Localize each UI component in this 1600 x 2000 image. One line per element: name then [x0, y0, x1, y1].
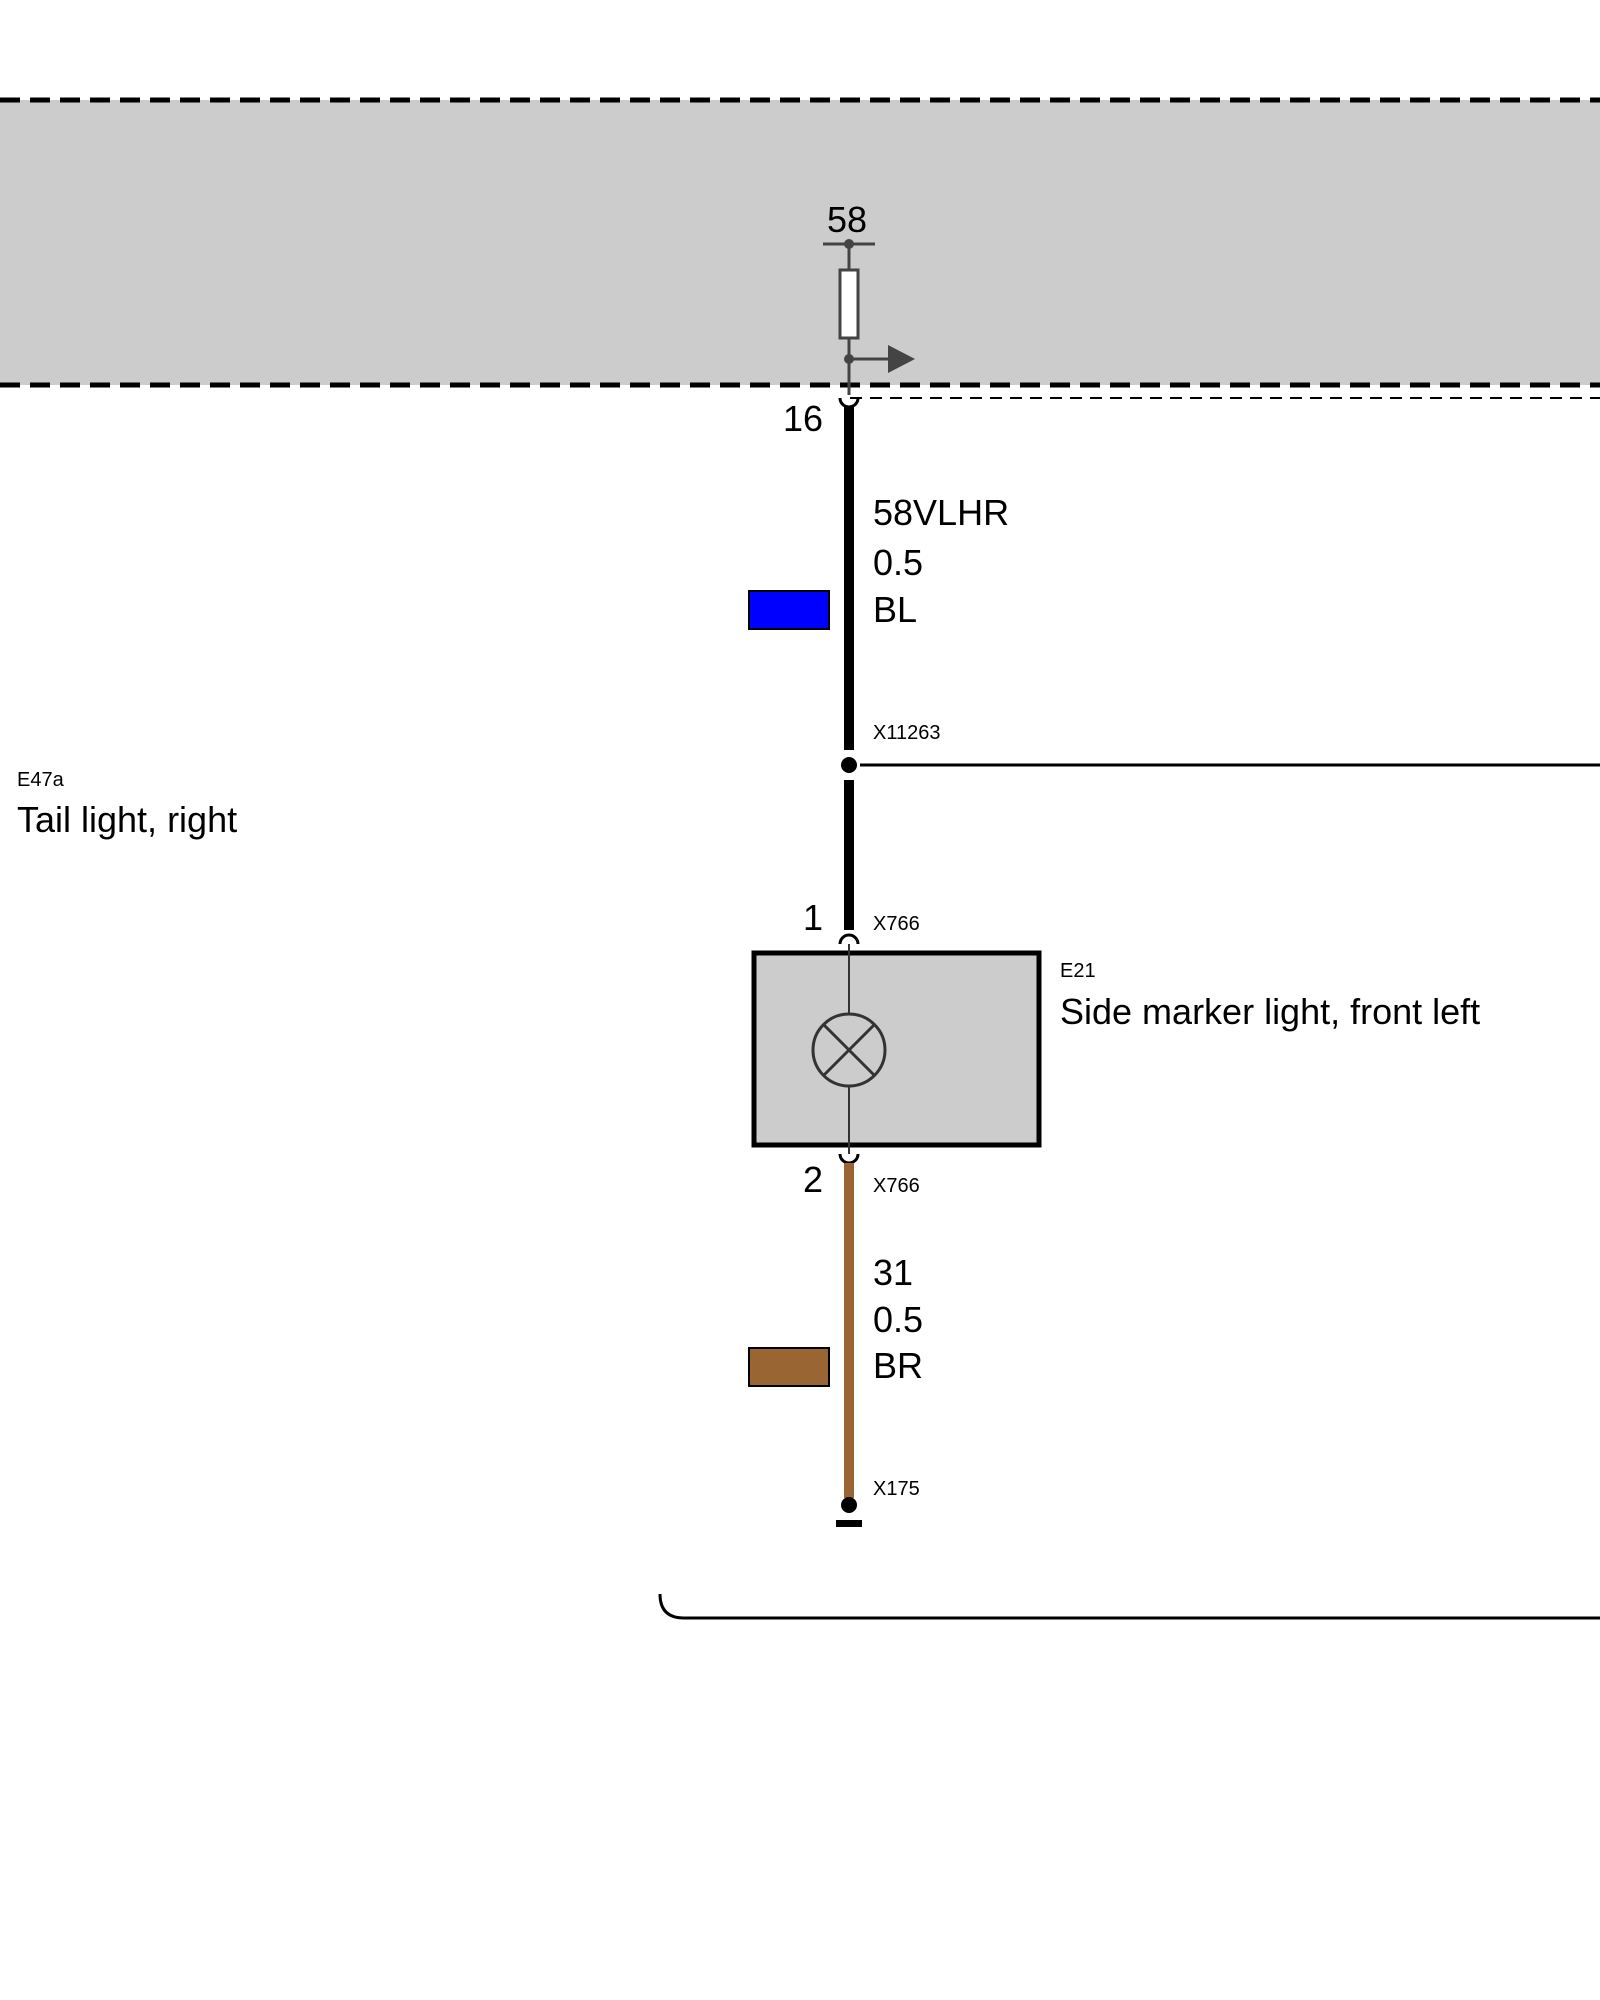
- wire-lower-signal: 31: [873, 1252, 913, 1293]
- ground-id: X175: [873, 1478, 920, 1500]
- pin-2-label: 2: [803, 1159, 823, 1200]
- resistor-icon: [838, 268, 860, 340]
- splice-id: X11263: [873, 722, 940, 744]
- pin-1-label: 1: [803, 897, 823, 938]
- remote-component-id: E47a: [17, 769, 65, 791]
- component-box: [751, 950, 1042, 1148]
- pin-16-connector-icon: [838, 397, 860, 409]
- pin-2-connector-icon: [838, 1153, 860, 1165]
- output-arrow-icon: [888, 345, 915, 373]
- pin-16-label: 16: [783, 398, 823, 439]
- component-e21: [751, 944, 1042, 1154]
- bottom-bracket: [658, 1593, 1600, 1620]
- wire-lower-gauge: 0.5: [873, 1299, 923, 1340]
- wire-upper-color-swatch: [748, 590, 830, 630]
- remote-component-name: Tail light, right: [17, 799, 237, 840]
- wire-lower-color-swatch: [748, 1347, 830, 1387]
- ground-icon: [836, 1520, 862, 1527]
- ground-node: [841, 1497, 857, 1513]
- component-id: E21: [1060, 960, 1096, 982]
- pin-1-connector-icon: [838, 933, 860, 945]
- wire-upper-signal: 58VLHR: [873, 492, 1009, 533]
- module-body: [0, 100, 1600, 385]
- component-name: Side marker light, front left: [1060, 991, 1480, 1032]
- splice-node: [841, 757, 857, 773]
- control-module: 58: [0, 97, 1600, 399]
- wire-lower-color-code: BR: [873, 1345, 923, 1386]
- pin-1-connector-id: X766: [873, 913, 920, 935]
- wire-upper-gauge: 0.5: [873, 542, 923, 583]
- lamp-cross-b: [822, 1023, 876, 1077]
- wire-upper-color-code: BL: [873, 589, 917, 630]
- pin-2-connector-id: X766: [873, 1175, 920, 1197]
- pin-58-label: 58: [827, 199, 867, 240]
